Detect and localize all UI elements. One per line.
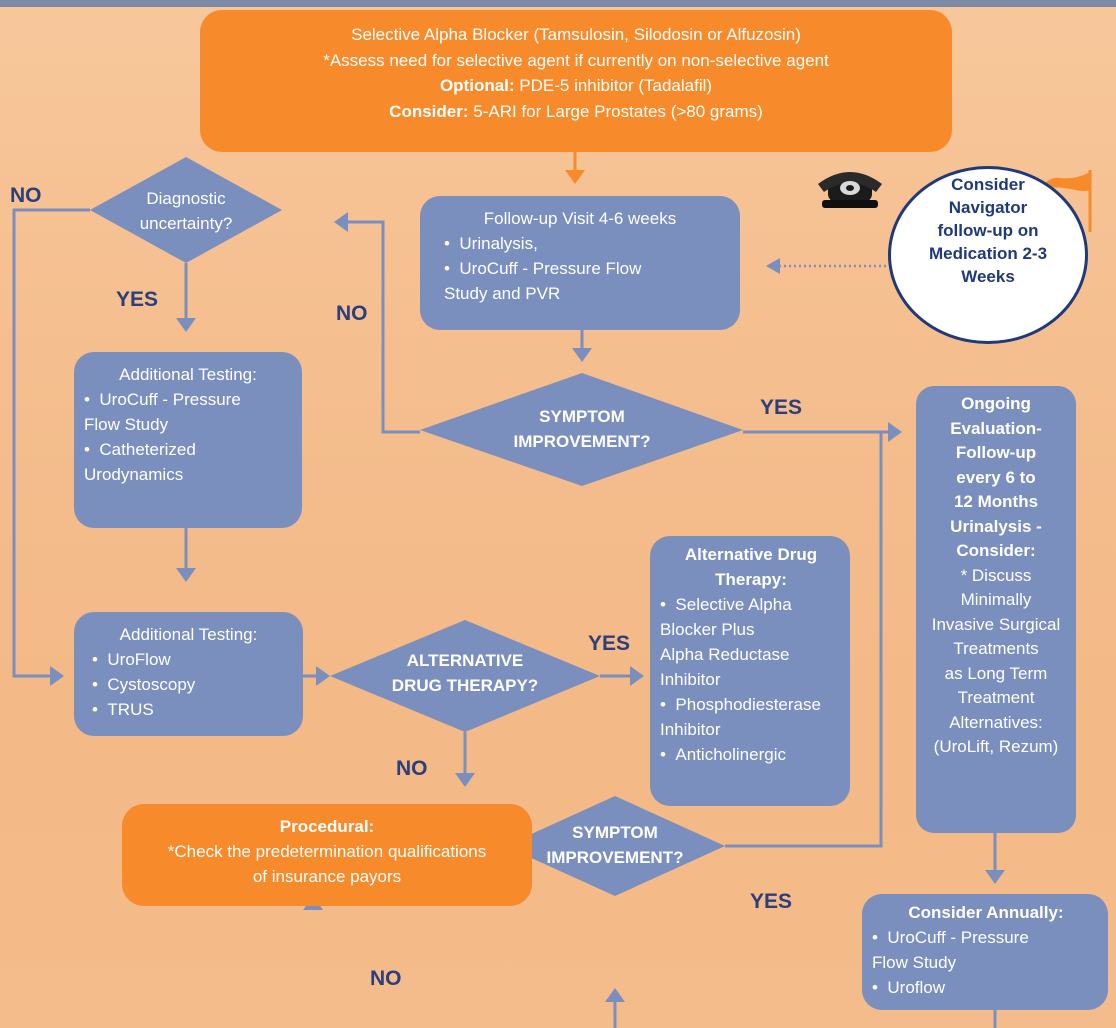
altdrug-item-pde: Phosphodiesterase xyxy=(660,692,842,717)
telephone-icon xyxy=(818,172,882,208)
testing2-item-uroflow: UroFlow xyxy=(92,647,293,672)
diagnostic-line1: Diagnostic xyxy=(146,189,226,208)
yes-label-altdrug: YES xyxy=(588,632,631,655)
alternative-drug-therapy-box: Alternative Drug Therapy: Selective Alph… xyxy=(650,536,850,806)
followup-item-urinalysis: Urinalysis, xyxy=(444,231,728,256)
altdrug-item-pde-b: Inhibitor xyxy=(660,720,721,739)
altdrug-item-anticholinergic: Anticholinergic xyxy=(660,742,842,767)
symptom1-line2: IMPROVEMENT? xyxy=(513,432,651,451)
ongoing-l13: Treatment xyxy=(957,688,1035,707)
top-edge-bar xyxy=(0,0,1116,7)
followup-item-urocuff-cont: Study and PVR xyxy=(444,284,561,303)
altdrug-item-selective-c: Alpha Reductase xyxy=(660,645,790,664)
followup-visit-box: Follow-up Visit 4-6 weeks Urinalysis, Ur… xyxy=(420,196,740,330)
ongoing-l3: Follow-up xyxy=(955,443,1037,462)
navigator-line2: Navigator xyxy=(948,198,1028,217)
alpha-blocker-line1: Selective Alpha Blocker (Tamsulosin, Sil… xyxy=(351,25,801,44)
no-label-symptom2: NO xyxy=(370,967,402,990)
ongoing-l15: (UroLift, Rezum) xyxy=(933,737,1059,756)
consider-line: Consider: 5-ARI for Large Prostates (>80… xyxy=(200,99,952,125)
ongoing-evaluation-box: Ongoing Evaluation- Follow-up every 6 to… xyxy=(916,386,1076,833)
procedural-line1: *Check the predetermination qualificatio… xyxy=(167,842,487,861)
ongoing-l6: Urinalysis - xyxy=(950,516,1042,536)
diagnostic-diamond xyxy=(90,157,282,263)
symptom1-text: SYMPTOM IMPROVEMENT? xyxy=(472,404,692,454)
testing1-item-catheterized: Catheterized xyxy=(84,437,292,462)
symptom1-diamond xyxy=(420,373,743,486)
alpha-blocker-line2: *Assess need for selective agent if curr… xyxy=(323,50,829,70)
ongoing-l11: Treatments xyxy=(953,639,1039,658)
altdrug-diamond-text: ALTERNATIVE DRUG THERAPY? xyxy=(365,648,565,698)
ongoing-l9: Minimally xyxy=(960,590,1032,609)
testing1-item-catheterized-cont: Urodynamics xyxy=(84,465,184,484)
consider-label: Consider: xyxy=(389,101,469,121)
altdrug-diamond-line1: ALTERNATIVE xyxy=(406,651,524,670)
followup-title: Follow-up Visit 4-6 weeks xyxy=(483,209,677,228)
altdrug-diamond-line2: DRUG THERAPY? xyxy=(391,676,539,695)
optional-label: Optional: xyxy=(439,76,515,95)
symptom2-diamond xyxy=(505,796,725,896)
altdrug-title1: Alternative Drug xyxy=(684,545,818,564)
procedural-line2: of insurance payors xyxy=(252,867,402,886)
consider-text: 5-ARI for Large Prostates (>80 grams) xyxy=(468,101,763,121)
annual-item-urocuff-cont: Flow Study xyxy=(872,953,957,972)
no-label-symptom1: NO xyxy=(336,302,368,325)
ongoing-l1: Ongoing xyxy=(961,394,1031,413)
annual-item-urocuff: UroCuff - Pressure xyxy=(872,925,1100,950)
ongoing-l8: * Discuss xyxy=(960,565,1032,585)
altdrug-item-selective: Selective Alpha xyxy=(660,592,842,617)
ongoing-l12: as Long Term xyxy=(944,663,1048,683)
ongoing-l10: Invasive Surgical xyxy=(931,614,1061,634)
altdrug-item-selective-d: Inhibitor xyxy=(660,670,721,689)
navigator-line5: Weeks xyxy=(961,267,1015,286)
ongoing-l14: Alternatives: xyxy=(949,712,1043,732)
symptom2-text: SYMPTOM IMPROVEMENT? xyxy=(515,820,715,870)
symptom2-line2: IMPROVEMENT? xyxy=(546,848,684,867)
followup-item-urocuff: UroCuff - Pressure Flow xyxy=(444,256,728,281)
consider-annually-box: Consider Annually: UroCuff - Pressure Fl… xyxy=(862,894,1108,1010)
procedural-box: Procedural: *Check the predetermination … xyxy=(122,804,532,906)
navigator-bubble: Consider Navigator follow-up on Medicati… xyxy=(888,166,1088,344)
no-label-diagnostic: NO xyxy=(10,184,42,207)
annual-item-uroflow: Uroflow xyxy=(872,975,1100,1000)
altdrug-item-selective-b: Blocker Plus xyxy=(660,620,755,639)
symptom1-line1: SYMPTOM xyxy=(539,407,625,426)
diagnostic-text: Diagnostic uncertainty? xyxy=(116,186,256,236)
navigator-line4: Medication 2-3 xyxy=(928,244,1048,263)
yes-label-diagnostic: YES xyxy=(116,288,159,311)
alpha-blocker-box: Selective Alpha Blocker (Tamsulosin, Sil… xyxy=(200,10,952,152)
additional-testing-1-box: Additional Testing: UroCuff - Pressure F… xyxy=(74,352,302,528)
ongoing-l7: Consider: xyxy=(956,541,1036,560)
ongoing-l2: Evaluation- xyxy=(950,418,1042,438)
testing1-title: Additional Testing: xyxy=(119,365,257,384)
navigator-line3: follow-up on xyxy=(937,221,1039,240)
procedural-title: Procedural: xyxy=(279,817,375,836)
altdrug-diamond xyxy=(330,620,600,732)
navigator-line1: Consider xyxy=(951,175,1025,194)
altdrug-title2: Therapy: xyxy=(715,570,787,589)
no-label-altdrug: NO xyxy=(396,757,428,780)
testing2-title: Additional Testing: xyxy=(119,625,258,644)
optional-text: PDE-5 inhibitor (Tadalafil) xyxy=(514,76,713,95)
yes-label-symptom2: YES xyxy=(750,890,793,913)
testing2-item-trus: TRUS xyxy=(92,697,293,722)
yes-label-symptom1: YES xyxy=(760,396,803,419)
ongoing-l5: 12 Months xyxy=(953,492,1039,511)
testing1-item-urocuff-cont: Flow Study xyxy=(84,415,169,434)
annual-title: Consider Annually: xyxy=(908,903,1064,922)
testing1-item-urocuff: UroCuff - Pressure xyxy=(84,387,292,412)
ongoing-l4: every 6 to xyxy=(956,467,1036,487)
diagnostic-line2: uncertainty? xyxy=(139,214,233,233)
optional-line: Optional: PDE-5 inhibitor (Tadalafil) xyxy=(200,73,952,99)
additional-testing-2-box: Additional Testing: UroFlow Cystoscopy T… xyxy=(74,612,303,736)
testing2-item-cystoscopy: Cystoscopy xyxy=(92,672,293,697)
symptom2-line1: SYMPTOM xyxy=(572,823,658,842)
